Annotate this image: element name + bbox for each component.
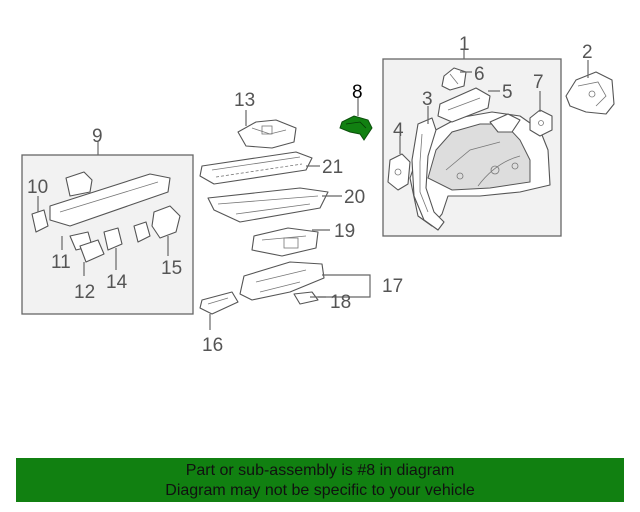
part-19[interactable]	[251, 227, 319, 257]
callout-14[interactable]: 14	[106, 272, 128, 293]
callout-6[interactable]: 6	[474, 64, 485, 85]
callout-8[interactable]: 8	[352, 82, 363, 103]
callout-21[interactable]: 21	[322, 157, 343, 178]
callout-20[interactable]: 20	[344, 187, 365, 208]
part-8-highlighted[interactable]	[339, 115, 373, 141]
callout-1[interactable]: 1	[459, 34, 470, 55]
info-banner: Part or sub-assembly is #8 in diagram Di…	[16, 458, 624, 502]
callout-2[interactable]: 2	[582, 42, 593, 63]
part-2-upper-panel[interactable]	[565, 71, 615, 115]
part-20-rail[interactable]	[207, 187, 329, 223]
part-6-small-bracket[interactable]	[441, 67, 467, 91]
part-13[interactable]	[237, 119, 297, 149]
callout-7[interactable]: 7	[533, 72, 544, 93]
callout-10[interactable]: 10	[27, 177, 48, 198]
part-17[interactable]	[239, 261, 325, 301]
banner-line-1: Part or sub-assembly is #8 in diagram	[185, 462, 455, 479]
callout-11[interactable]: 11	[51, 252, 71, 273]
callout-4[interactable]: 4	[393, 120, 404, 141]
callout-15[interactable]: 15	[161, 258, 182, 279]
part-12[interactable]	[79, 239, 105, 263]
part-10[interactable]	[31, 209, 49, 233]
callout-5[interactable]: 5	[502, 82, 513, 103]
part-16-plate[interactable]	[199, 291, 239, 315]
callout-17[interactable]: 17	[382, 276, 403, 297]
callout-3[interactable]: 3	[422, 89, 433, 110]
part-9-side-member[interactable]	[49, 171, 171, 227]
part-21-rail[interactable]	[199, 151, 313, 185]
parts-diagram: 1 2 3 4 5 6 7 8 9 10 11 12 13 14 15 16 1…	[21, 34, 615, 356]
callout-12[interactable]: 12	[74, 282, 95, 303]
part-14[interactable]	[103, 227, 123, 251]
callout-16[interactable]: 16	[202, 335, 223, 356]
part-18[interactable]	[293, 291, 319, 305]
callout-9[interactable]: 9	[92, 126, 103, 147]
part-4-bracket[interactable]	[387, 153, 411, 191]
part-15[interactable]	[133, 205, 181, 243]
callout-13[interactable]: 13	[234, 90, 255, 111]
part-5-reinforcement[interactable]	[437, 87, 491, 123]
part-3-apron-strip[interactable]	[411, 117, 445, 231]
callout-19[interactable]: 19	[334, 221, 355, 242]
callout-18[interactable]: 18	[330, 292, 351, 313]
part-1-wheelhouse[interactable]	[409, 111, 551, 227]
banner-line-2: Diagram may not be specific to your vehi…	[165, 482, 475, 499]
